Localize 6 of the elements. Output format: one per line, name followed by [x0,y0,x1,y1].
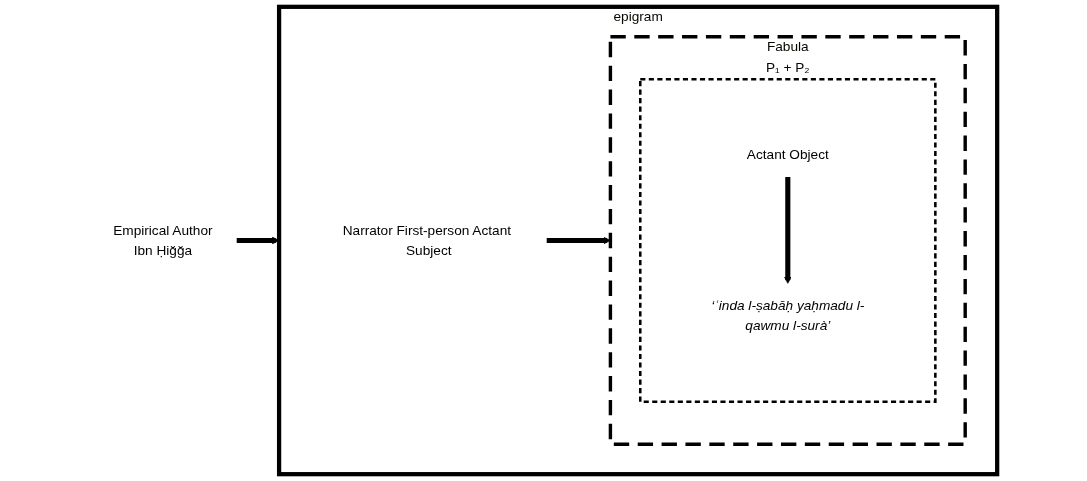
node-text: Empirical Author Ibn Ḥiğğa [113,222,213,258]
arrow [784,176,792,284]
cluster [639,78,937,403]
node-text: ‘ʿinda l-ṣabāḥ yaḥmadu l-qawmu l-surà’ [711,298,865,334]
node-text: Narrator First-person Actant Subject [342,222,512,258]
node-text: Actant Object [747,147,830,162]
